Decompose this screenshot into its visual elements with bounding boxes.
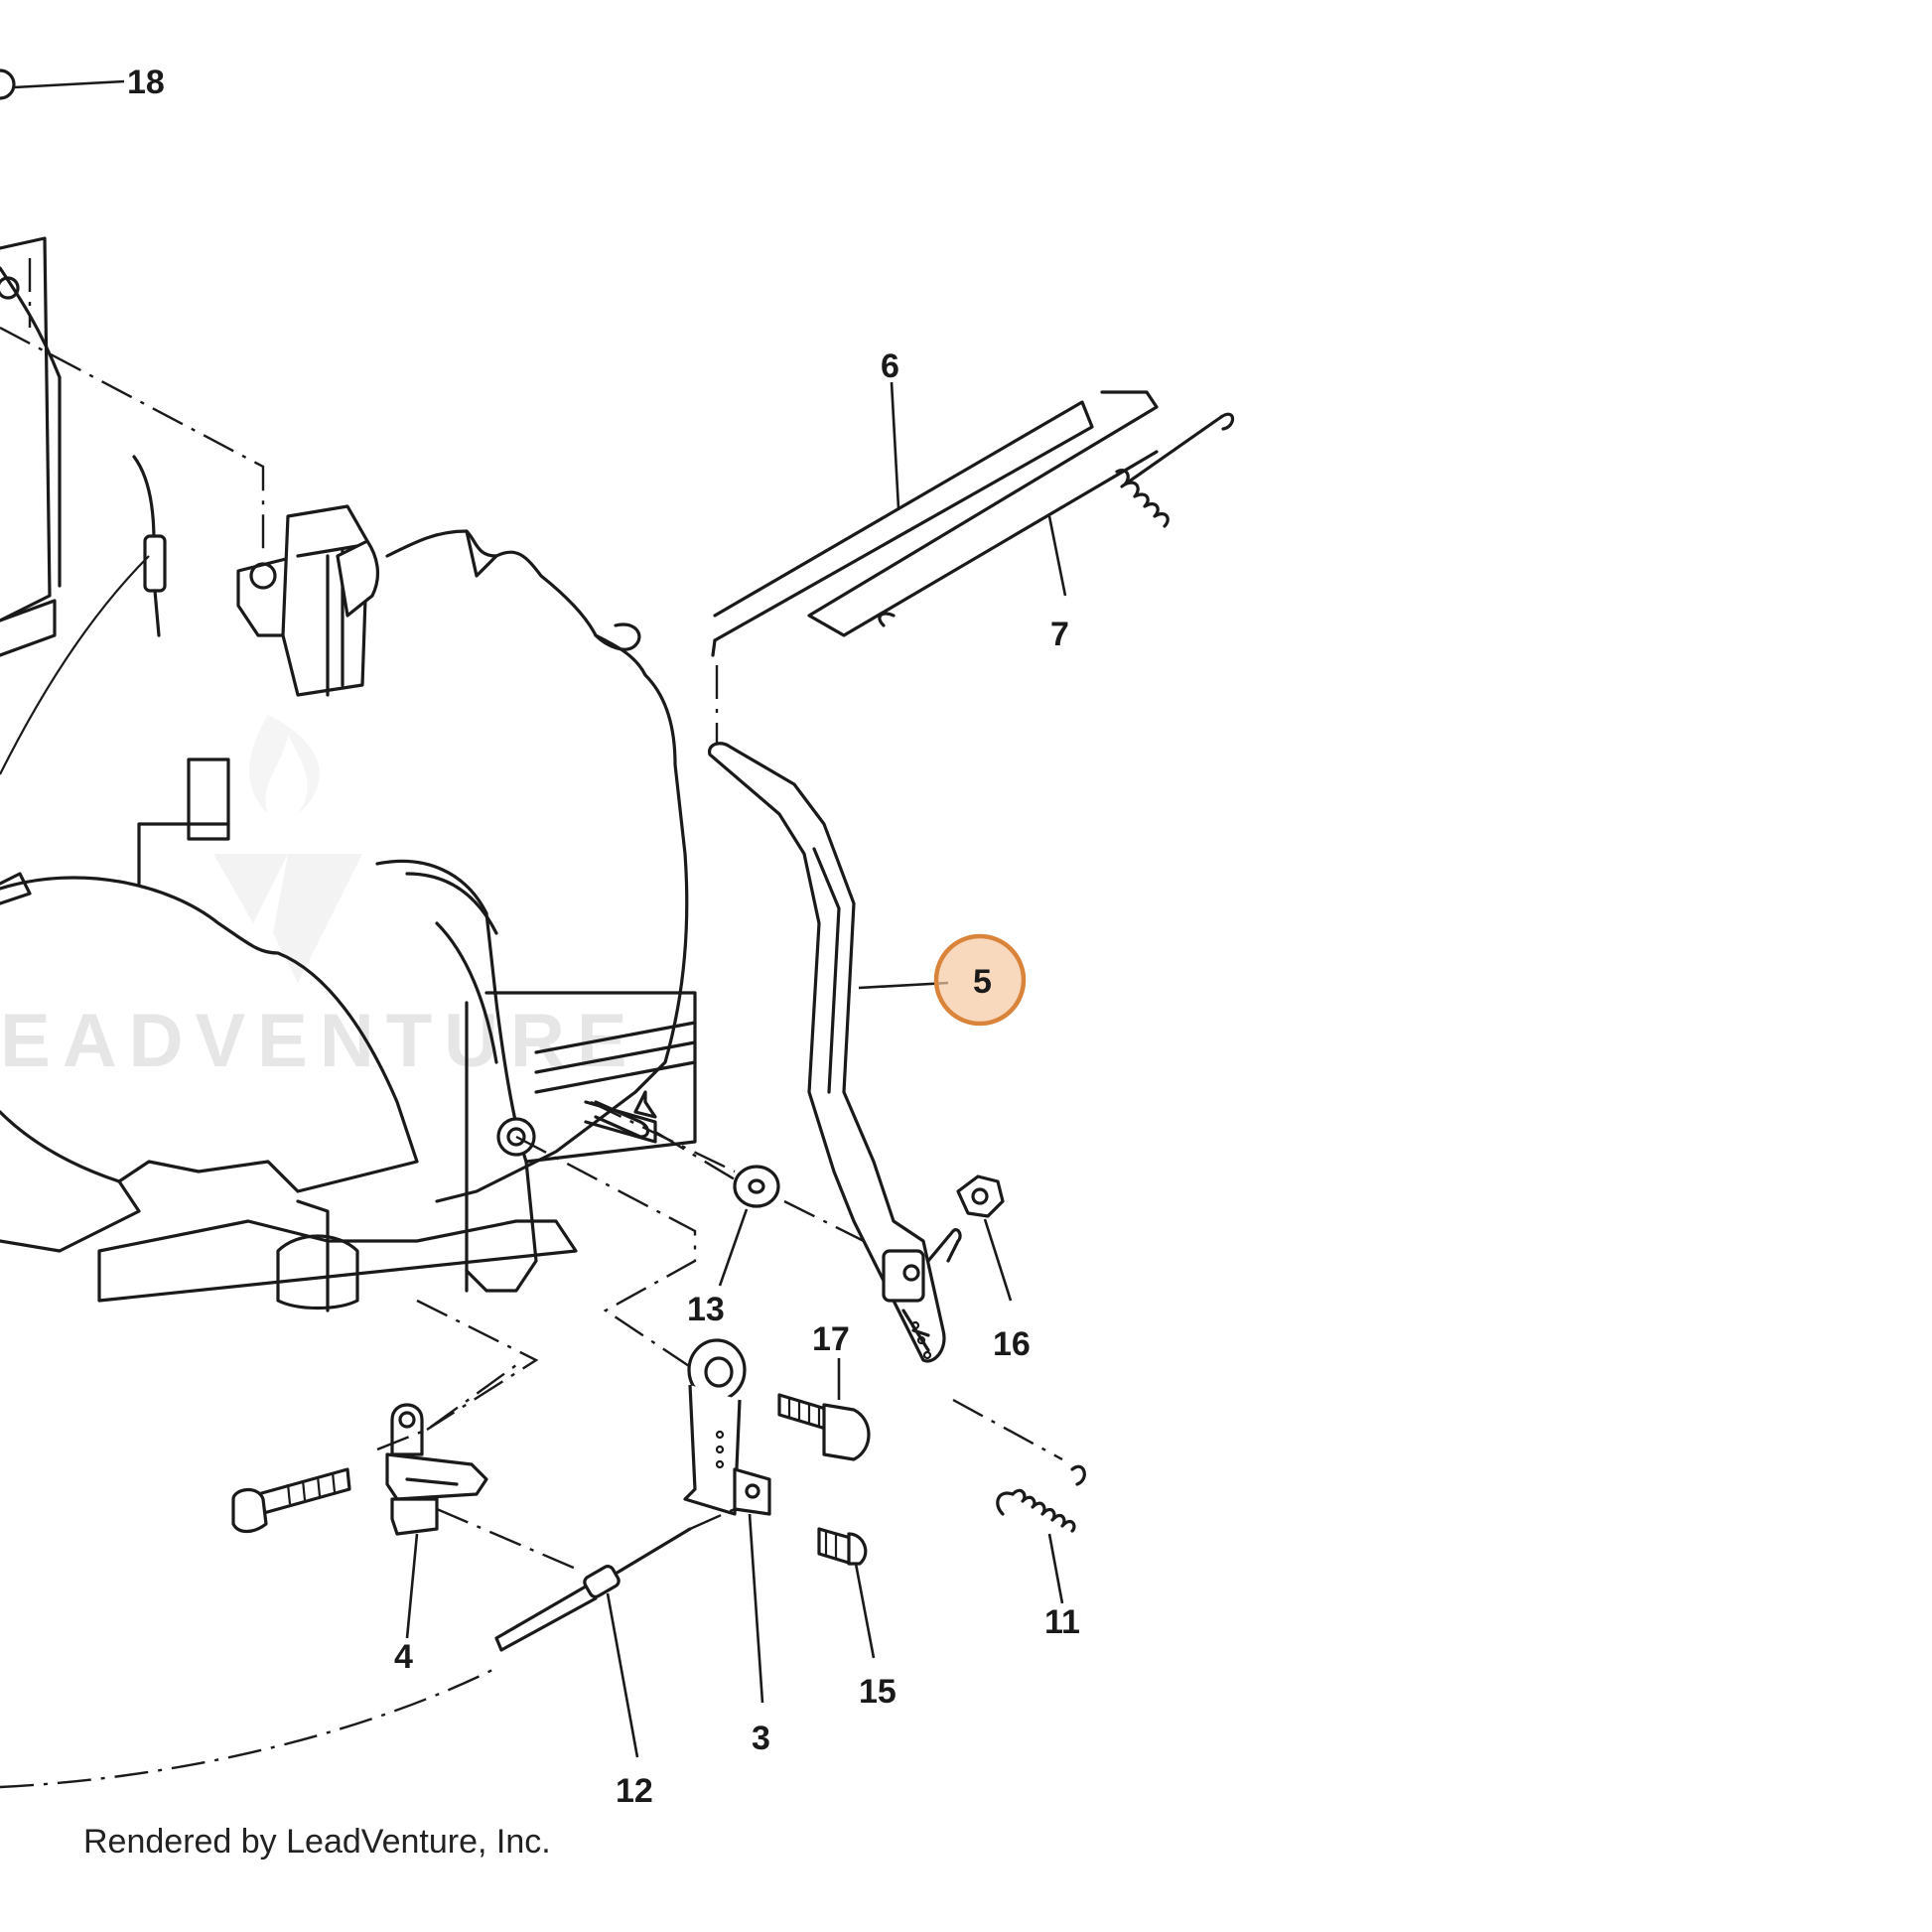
leader-lines [13,79,1067,1758]
watermark-logo [213,715,362,983]
callout-labels: 18 6 7 5 13 17 16 4 11 15 3 12 [127,64,1080,1810]
engine-housing [0,236,756,1432]
footer-credit: Rendered by LeadVenture, Inc. [83,1823,551,1861]
part-5-governor-arm [707,742,1063,1461]
part-18-fitting [0,69,16,100]
part-16-nut [956,1174,1005,1218]
callout-7[interactable]: 7 [1050,616,1069,653]
highlight-callout-5[interactable] [933,933,1027,1027]
part-4-bracket [231,1364,577,1571]
part-13-washer [590,1090,780,1208]
callout-6[interactable]: 6 [881,347,899,385]
callout-16[interactable]: 16 [993,1325,1031,1363]
part-7-spring [807,390,1235,637]
callout-15[interactable]: 15 [859,1673,897,1711]
callout-12[interactable]: 12 [616,1772,653,1810]
callout-17[interactable]: 17 [812,1320,850,1358]
part-11-spring [996,1464,1086,1533]
part-12-linkage-rod [0,1507,736,1789]
part-3-lever [683,1338,771,1516]
callout-3[interactable]: 3 [752,1720,770,1757]
callout-18[interactable]: 18 [127,64,165,101]
watermark-text: EADVENTURE [0,999,639,1083]
callout-13[interactable]: 13 [687,1291,725,1328]
part-17-bolt [777,1393,871,1461]
callout-11[interactable]: 11 [1044,1603,1080,1641]
callout-5[interactable]: 5 [973,963,992,1001]
part-6-rod [711,400,1094,745]
part-15-screw [817,1527,868,1566]
callout-4[interactable]: 4 [394,1638,413,1676]
